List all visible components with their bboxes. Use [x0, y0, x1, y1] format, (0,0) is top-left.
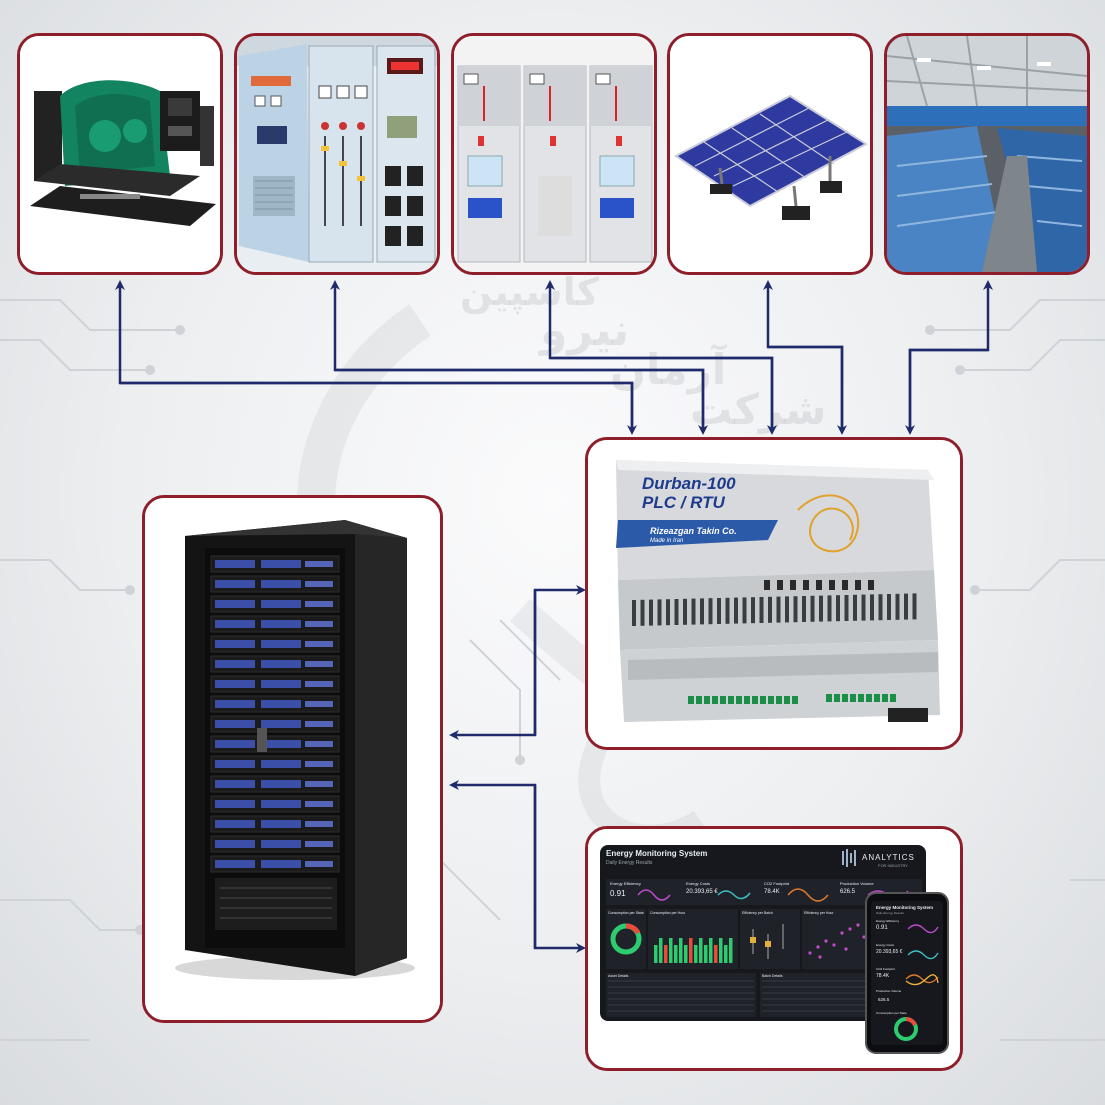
chart-consumption-state-label: Consumption per State	[608, 911, 644, 915]
kpi-costs-value: 20.393,65 €	[686, 889, 718, 895]
kpi-efficiency-label: Energy Efficiency	[610, 881, 641, 886]
dashboard-card[interactable]: Energy Monitoring System Daily Energy Re…	[585, 826, 963, 1071]
dashboard-title: Energy Monitoring System	[606, 849, 708, 858]
mobile-costs-value: 20.393,65 €	[876, 949, 903, 955]
generator-icon	[20, 36, 220, 272]
mobile-production-label: Production Volume	[876, 989, 902, 993]
dashboard-logo-text: ANALYTICS	[862, 853, 915, 862]
control-panel-icon	[237, 36, 437, 272]
kpi-co2-value: 78.4K	[764, 889, 780, 895]
kpi-production-label: Production Volume	[840, 881, 874, 886]
server-rack-icon	[145, 498, 440, 1020]
switchgear-icon	[454, 36, 654, 272]
link-switchgear-to-plc	[550, 356, 777, 435]
mobile-subtitle: Daily Energy Results	[876, 911, 904, 915]
link-control-panel-to-plc	[335, 368, 708, 435]
dashboard-screen	[588, 829, 960, 1068]
link-server-to-dashboard	[533, 785, 586, 953]
solar-panel-icon	[670, 36, 870, 272]
plc-card[interactable]: Durban-100 PLC / RTU Rizeazgan Takin Co.…	[585, 437, 963, 750]
kpi-efficiency-value: 0.91	[610, 889, 626, 898]
table-asset-details-label: Asset Details	[608, 974, 629, 978]
generator-card[interactable]	[17, 33, 223, 275]
link-plc-to-factory	[908, 280, 993, 432]
mobile-consumption-label: Consumption per State	[876, 1011, 907, 1015]
plc-title-line1: Durban-100	[642, 474, 736, 493]
plc-made-in: Made in Iran	[650, 538, 684, 544]
plc-title-line2: PLC / RTU	[642, 493, 725, 512]
chart-efficiency-hour-label: Efficiency per Hour	[804, 911, 834, 915]
kpi-co2-label: CO2 Footprint	[764, 881, 790, 886]
mobile-efficiency-label: Energy Efficiency	[876, 919, 900, 923]
switchgear-card[interactable]	[451, 33, 657, 275]
mobile-co2-value: 78.4K	[876, 973, 890, 979]
link-server-to-plc	[533, 585, 586, 735]
solar-panel-card[interactable]	[667, 33, 873, 275]
plc-device-icon	[588, 440, 960, 747]
mobile-production-value: 626.5	[878, 997, 890, 1002]
chart-consumption-hour-label: Consumption per Hour	[650, 911, 686, 915]
factory-icon	[887, 36, 1087, 272]
link-dashboard-to-server	[449, 780, 537, 948]
chart-efficiency-batch-label: Efficiency per Batch	[742, 911, 773, 915]
watermark-line1: کاسپین	[460, 270, 599, 314]
server-rack-card[interactable]	[142, 495, 443, 1023]
mobile-efficiency-value: 0.91	[876, 925, 888, 931]
link-solar-to-plc	[768, 345, 847, 435]
table-batch-details-label: Batch Details	[762, 974, 783, 978]
link-generator-to-plc	[120, 381, 637, 435]
link-factory-to-plc	[905, 348, 988, 435]
mobile-costs-label: Energy Costs	[876, 943, 895, 947]
dashboard-logo-subtext: FOR INDUSTRY	[878, 863, 908, 868]
dashboard-subtitle: Daily Energy Results	[606, 860, 653, 866]
kpi-costs-label: Energy Costs	[686, 881, 711, 886]
factory-card[interactable]	[884, 33, 1090, 275]
control-panel-card[interactable]	[234, 33, 440, 275]
link-plc-to-server	[449, 590, 537, 740]
watermark-line4: شرکت	[690, 385, 827, 434]
watermark-line2: نیرو	[540, 305, 630, 356]
link-plc-to-solar	[763, 280, 844, 432]
plc-brand: Rizeazgan Takin Co.	[650, 526, 737, 536]
mobile-co2-label: CO2 Footprint	[876, 967, 895, 971]
kpi-production-value: 626.5	[840, 889, 856, 895]
mobile-title: Energy Monitoring System	[876, 905, 934, 910]
